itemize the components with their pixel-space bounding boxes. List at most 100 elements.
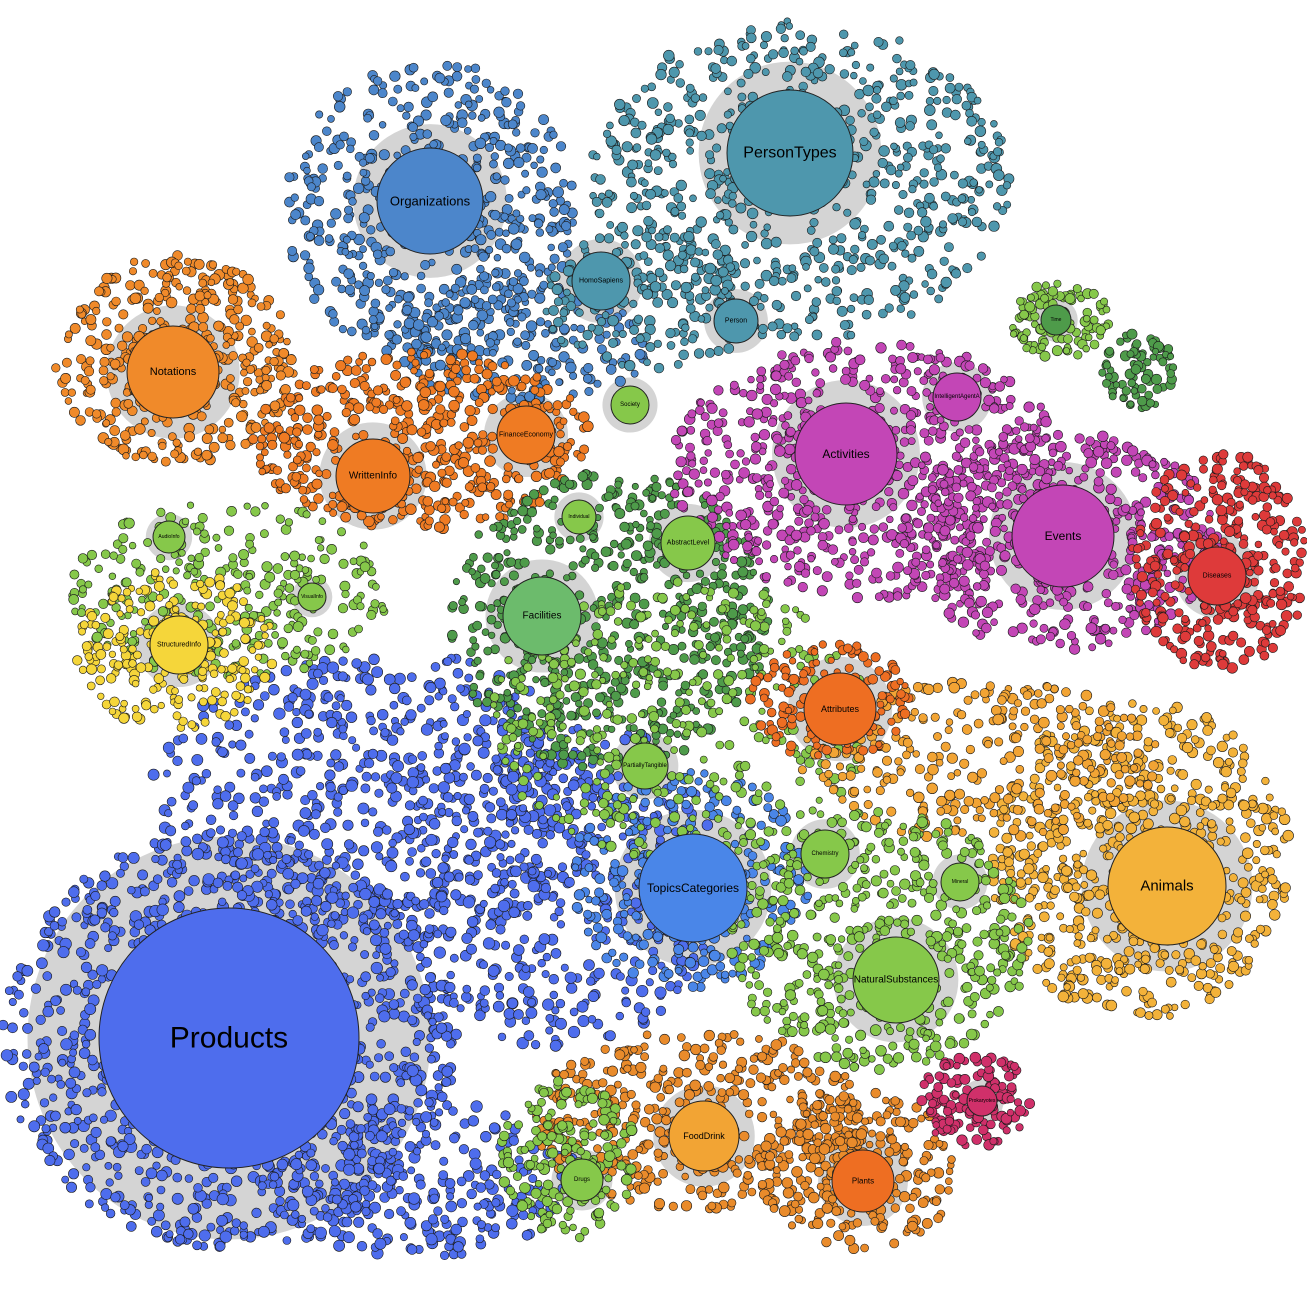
leaf-node (472, 153, 482, 163)
leaf-node (899, 292, 911, 303)
leaf-node (678, 250, 687, 260)
leaf-node (489, 159, 498, 169)
leaf-node (518, 1210, 529, 1221)
leaf-node (37, 939, 50, 952)
leaf-node (715, 961, 726, 972)
leaf-node (107, 931, 117, 941)
leaf-node (92, 306, 101, 316)
leaf-node (345, 1119, 356, 1129)
leaf-node (219, 1230, 232, 1243)
leaf-node (256, 302, 266, 311)
leaf-node (153, 307, 161, 315)
leaf-node (208, 441, 220, 453)
leaf-node (866, 238, 878, 250)
leaf-node (467, 350, 478, 362)
leaf-node (345, 711, 358, 723)
leaf-node (278, 773, 289, 785)
leaf-node (741, 241, 749, 249)
leaf-node (69, 406, 80, 418)
leaf-node (460, 825, 469, 834)
leaf-node (336, 694, 345, 703)
leaf-node (484, 802, 496, 813)
leaf-node (437, 1091, 448, 1103)
leaf-node (683, 231, 695, 243)
leaf-node (356, 1148, 367, 1159)
leaf-node (287, 1198, 300, 1212)
leaf-node (462, 710, 471, 719)
leaf-node (130, 257, 139, 266)
leaf-node (174, 261, 183, 270)
leaf-node (147, 428, 156, 437)
leaf-node (697, 315, 706, 323)
leaf-node (352, 1101, 364, 1113)
leaf-node (419, 983, 431, 996)
leaf-node (859, 77, 867, 85)
leaf-node (100, 922, 111, 933)
leaf-node (97, 1087, 107, 1097)
leaf-node (630, 239, 641, 250)
leaf-node (476, 264, 485, 274)
leaf-node (649, 149, 662, 161)
leaf-node (407, 847, 417, 857)
leaf-node (622, 931, 633, 941)
leaf-node (678, 211, 687, 220)
leaf-node (468, 320, 479, 331)
leaf-node (466, 284, 478, 295)
leaf-node (319, 867, 331, 879)
leaf-node (221, 854, 231, 865)
leaf-node (836, 305, 848, 317)
leaf-node (359, 887, 372, 901)
leaf-node (326, 218, 336, 228)
leaf-node (51, 363, 61, 373)
leaf-node (552, 400, 563, 411)
leaf-node (251, 1207, 262, 1218)
leaf-node (452, 1241, 464, 1253)
leaf-node (515, 143, 526, 153)
leaf-node (376, 973, 384, 982)
leaf-node (694, 247, 703, 256)
leaf-node (449, 998, 459, 1008)
leaf-node (663, 968, 674, 979)
leaf-node (469, 84, 479, 94)
leaf-node (962, 263, 973, 274)
leaf-node (585, 976, 596, 986)
leaf-node (387, 734, 399, 746)
leaf-node (865, 102, 874, 112)
leaf-node (502, 474, 511, 484)
leaf-node (655, 68, 667, 81)
leaf-node (486, 813, 497, 824)
leaf-node (700, 948, 708, 957)
leaf-node (673, 359, 683, 369)
leaf-node (990, 120, 998, 128)
leaf-node (654, 986, 667, 999)
leaf-node (304, 709, 314, 719)
leaf-node (375, 852, 384, 861)
leaf-node (613, 923, 624, 935)
leaf-node (170, 449, 179, 459)
leaf-node (994, 138, 1004, 147)
leaf-node (397, 1129, 407, 1138)
leaf-node (795, 57, 804, 66)
leaf-node (694, 777, 703, 786)
leaf-node (723, 343, 735, 354)
leaf-node (654, 232, 664, 242)
leaf-node (420, 723, 434, 736)
leaf-node (519, 934, 529, 944)
leaf-node (345, 779, 358, 792)
leaf-node (131, 452, 140, 462)
leaf-node (805, 315, 814, 324)
leaf-node (490, 209, 501, 221)
leaf-node (415, 868, 426, 878)
leaf-node (645, 189, 656, 200)
leaf-node (605, 364, 617, 375)
leaf-node (506, 298, 516, 308)
leaf-node (333, 160, 343, 170)
leaf-node (390, 959, 399, 968)
leaf-node (126, 1221, 137, 1232)
leaf-node (814, 276, 822, 284)
leaf-node (507, 119, 518, 130)
leaf-node (691, 272, 700, 282)
leaf-node (251, 805, 263, 818)
leaf-node (352, 743, 361, 752)
leaf-node (382, 825, 392, 835)
